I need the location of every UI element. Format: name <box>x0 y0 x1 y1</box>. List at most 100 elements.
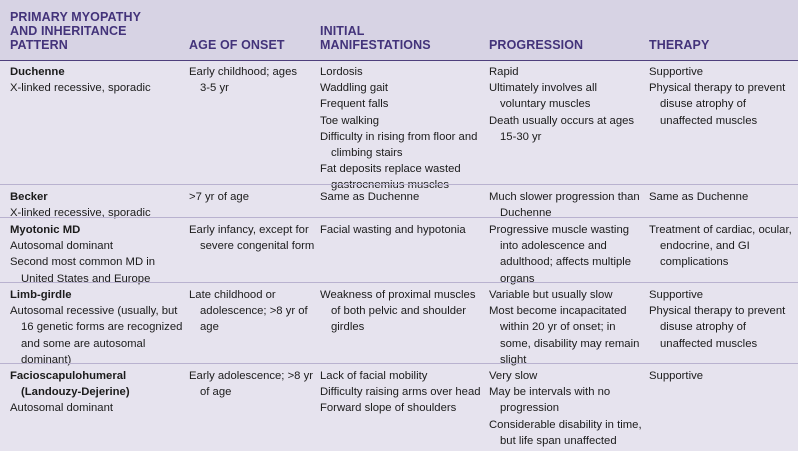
cell-line: >7 yr of age <box>189 191 249 203</box>
cell-line: May be intervals with no <box>489 386 611 399</box>
row-divider <box>0 282 798 283</box>
cell-line: Autosomal dominant <box>10 402 113 415</box>
age-of-onset-cell: >7 yr of age <box>189 189 249 205</box>
cell-line: into adolescence and <box>500 240 607 253</box>
cell-line: Forward slope of shoulders <box>320 402 457 415</box>
age-of-onset-cell: Early adolescence; >8 yr of age <box>189 368 313 400</box>
cell-line: disuse atrophy of <box>660 321 747 334</box>
cell-line: Early infancy, except for <box>189 224 309 236</box>
cell-line: disuse atrophy of <box>660 98 747 111</box>
cell-line: X-linked recessive, sporadic <box>10 82 151 95</box>
cell-line: Difficulty raising arms over head <box>320 386 481 399</box>
cell-line: Toe walking <box>320 114 380 127</box>
cell-line: Frequent falls <box>320 98 389 111</box>
header-line: AND INHERITANCE <box>10 24 127 38</box>
cell-line: girdles <box>331 321 365 334</box>
header-line: PRIMARY MYOPATHY <box>10 10 142 24</box>
header-line: THERAPY <box>649 38 710 52</box>
cell-line: X-linked recessive, sporadic <box>10 207 151 220</box>
cell-line: Lordosis <box>320 66 363 78</box>
cell-line: Early adolescence; >8 yr <box>189 370 314 382</box>
header-line: MANIFESTATIONS <box>320 38 431 52</box>
cell-line: Autosomal dominant <box>10 240 113 253</box>
cell-line: of age <box>200 386 232 399</box>
cell-line: Supportive <box>649 289 704 301</box>
cell-line: and some are autosomal <box>21 337 146 350</box>
header-therapy: THERAPY <box>649 38 709 52</box>
cell-line: Waddling gait <box>320 82 389 95</box>
header-progression: PROGRESSION <box>489 38 583 52</box>
cell-line: Fat deposits replace wasted <box>320 163 461 176</box>
age-of-onset-cell: Early childhood; ages 3-5 yr <box>189 64 297 96</box>
cell-line: Progressive muscle wasting <box>489 224 630 236</box>
myopathy-name: Becker <box>10 191 48 203</box>
myopathy-name: Facioscapulohumeral <box>10 370 127 382</box>
manifestations-cell: Weakness of proximal muscles of both pelv… <box>320 287 476 336</box>
myopathy-name: Myotonic MD <box>10 224 81 236</box>
cell-line: Lack of facial mobility <box>320 370 428 382</box>
cell-line: Same as Duchenne <box>649 191 749 203</box>
header-line: PROGRESSION <box>489 38 584 52</box>
cell-line: unaffected muscles <box>660 337 758 350</box>
myopathy-name: Duchenne <box>10 66 65 78</box>
cell-line: Physical therapy to prevent <box>649 305 786 318</box>
cell-line: of both pelvic and shoulder <box>331 305 467 318</box>
age-of-onset-cell: Early infancy, except for severe congenit… <box>189 222 314 254</box>
cell-line: Autosomal recessive (usually, but <box>10 305 178 318</box>
cell-line: Supportive <box>649 66 704 78</box>
cell-line: Duchenne <box>500 207 552 220</box>
cell-line: Late childhood or <box>189 289 276 301</box>
cell-line: age <box>200 321 219 334</box>
row-divider <box>0 217 798 218</box>
cell-line: Treatment of cardiac, ocular, <box>649 224 792 236</box>
cell-line: adulthood; affects multiple <box>500 256 632 269</box>
cell-line: Physical therapy to prevent <box>649 82 786 95</box>
cell-line: some, disability may remain <box>500 337 640 350</box>
cell-line: endocrine, and GI <box>660 240 750 253</box>
cell-line: Rapid <box>489 66 519 78</box>
myopathy-cell: Facioscapulohumeral (Landouzy-Dejerine) Au… <box>10 368 130 417</box>
progression-cell: Progressive muscle wasting into adolescen… <box>489 222 631 287</box>
cell-line: Early childhood; ages <box>189 66 298 78</box>
cell-line: progression <box>500 402 560 415</box>
therapy-cell: Same as Duchenne <box>649 189 748 205</box>
cell-line: gastrocnemius muscles <box>331 179 450 192</box>
cell-line: Death usually occurs at ages <box>489 114 635 127</box>
therapy-cell: Treatment of cardiac, ocular, endocrine, … <box>649 222 792 271</box>
manifestations-cell: Same as Duchenne <box>320 189 419 205</box>
cell-line: adolescence; >8 yr of <box>200 305 308 318</box>
myopathy-name: (Landouzy-Dejerine) <box>21 386 130 399</box>
cell-line: dominant) <box>21 353 72 366</box>
age-of-onset-cell: Late childhood or adolescence; >8 yr of ag… <box>189 287 308 336</box>
cell-line: Second most common MD in <box>10 256 156 269</box>
row-divider <box>0 184 798 185</box>
cell-line: 3-5 yr <box>200 82 229 95</box>
therapy-cell: Supportive <box>649 368 703 384</box>
cell-line: Difficulty in rising from floor and <box>320 130 478 143</box>
cell-line: Most become incapacitated <box>489 305 627 318</box>
cell-line: severe congenital form <box>200 240 315 253</box>
cell-line: Facial wasting and hypotonia <box>320 224 466 236</box>
cell-line: complications <box>660 256 729 269</box>
cell-line: 15-30 yr <box>500 130 542 143</box>
cell-line: but life span unaffected <box>500 434 617 447</box>
cell-line: Weakness of proximal muscles <box>320 289 476 301</box>
cell-line: Much slower progression than <box>489 191 640 203</box>
cell-line: unaffected muscles <box>660 114 758 127</box>
header-line: PATTERN <box>10 38 68 52</box>
